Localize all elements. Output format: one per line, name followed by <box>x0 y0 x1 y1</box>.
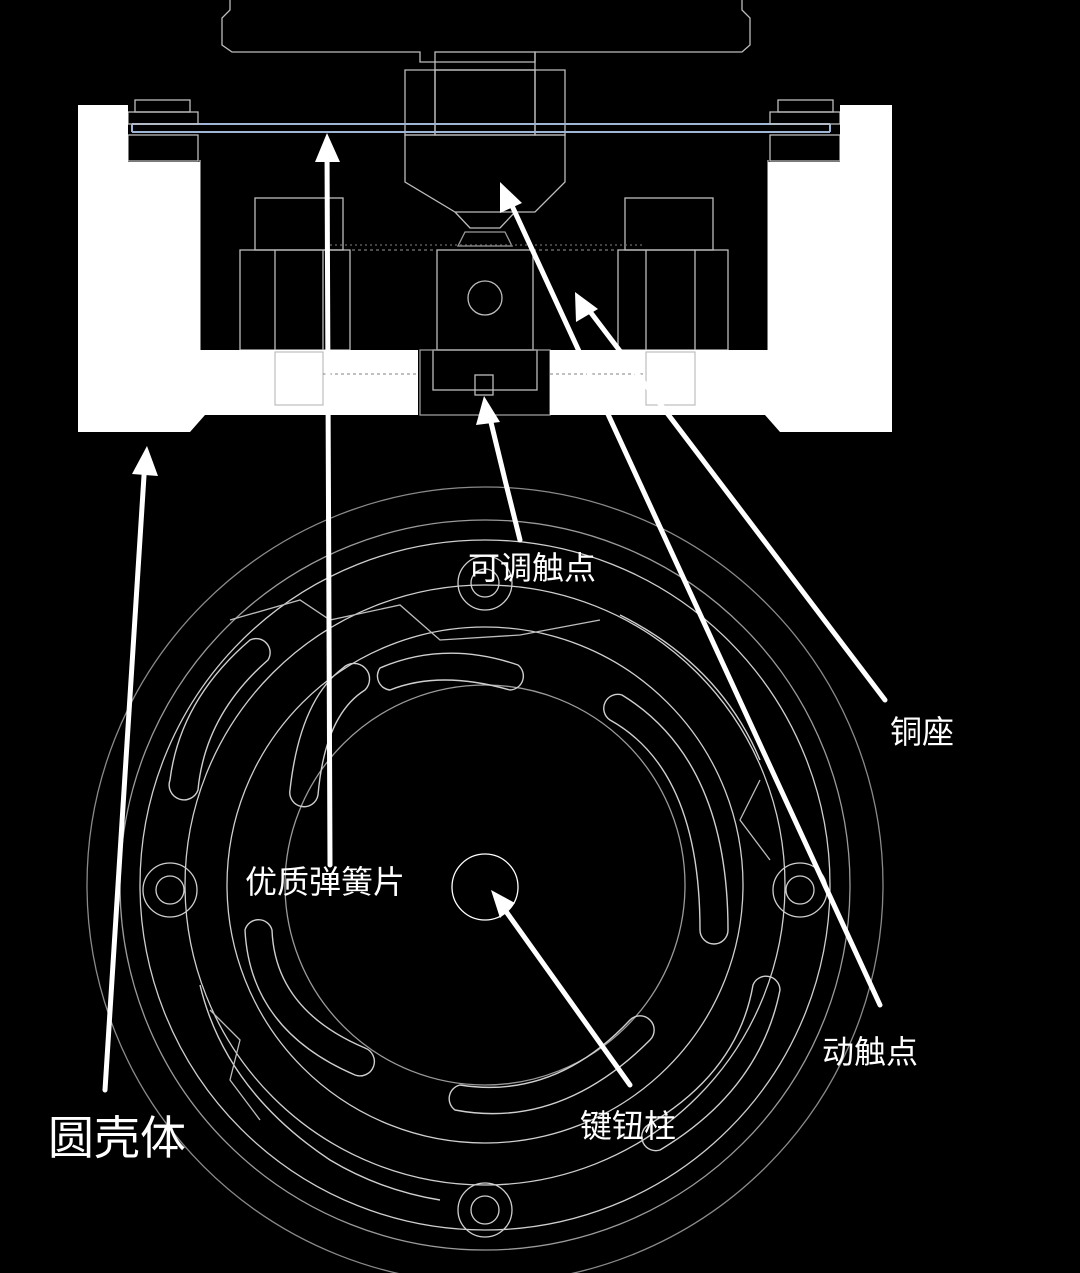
arrow-copper-seat <box>582 302 888 703</box>
spring-sheet <box>131 123 831 133</box>
arc-slots <box>168 614 781 1201</box>
arrow-key-post <box>497 900 633 1088</box>
label-spring-sheet: 优质弹簧片 <box>245 863 406 901</box>
outer-ring <box>86 486 884 1273</box>
center-contact-block <box>325 244 645 351</box>
plunger-tip <box>404 134 566 213</box>
label-adjustable-contact: 可调触点 <box>468 549 597 587</box>
arrow-heads <box>132 133 598 918</box>
label-round-shell: 圆壳体 <box>48 1111 186 1165</box>
label-copper-seat: 铜座 <box>890 713 955 751</box>
key-post-hole <box>451 853 519 921</box>
shell-body <box>78 105 892 432</box>
plunger-body <box>404 69 566 136</box>
top-cap <box>221 0 751 63</box>
annotation-arrows <box>102 145 888 1093</box>
label-moving-contact: 动触点 <box>822 1033 919 1071</box>
arrow-round-shell <box>102 457 148 1093</box>
cap-stem <box>434 51 536 71</box>
label-key-post: 键钮柱 <box>580 1107 677 1145</box>
arrow-adjustable-contact <box>485 407 523 543</box>
plan-view <box>86 486 884 1273</box>
arrow-spring-sheet <box>324 145 333 868</box>
arrow-moving-contact <box>505 194 883 1008</box>
mounting-holes <box>142 555 828 1238</box>
